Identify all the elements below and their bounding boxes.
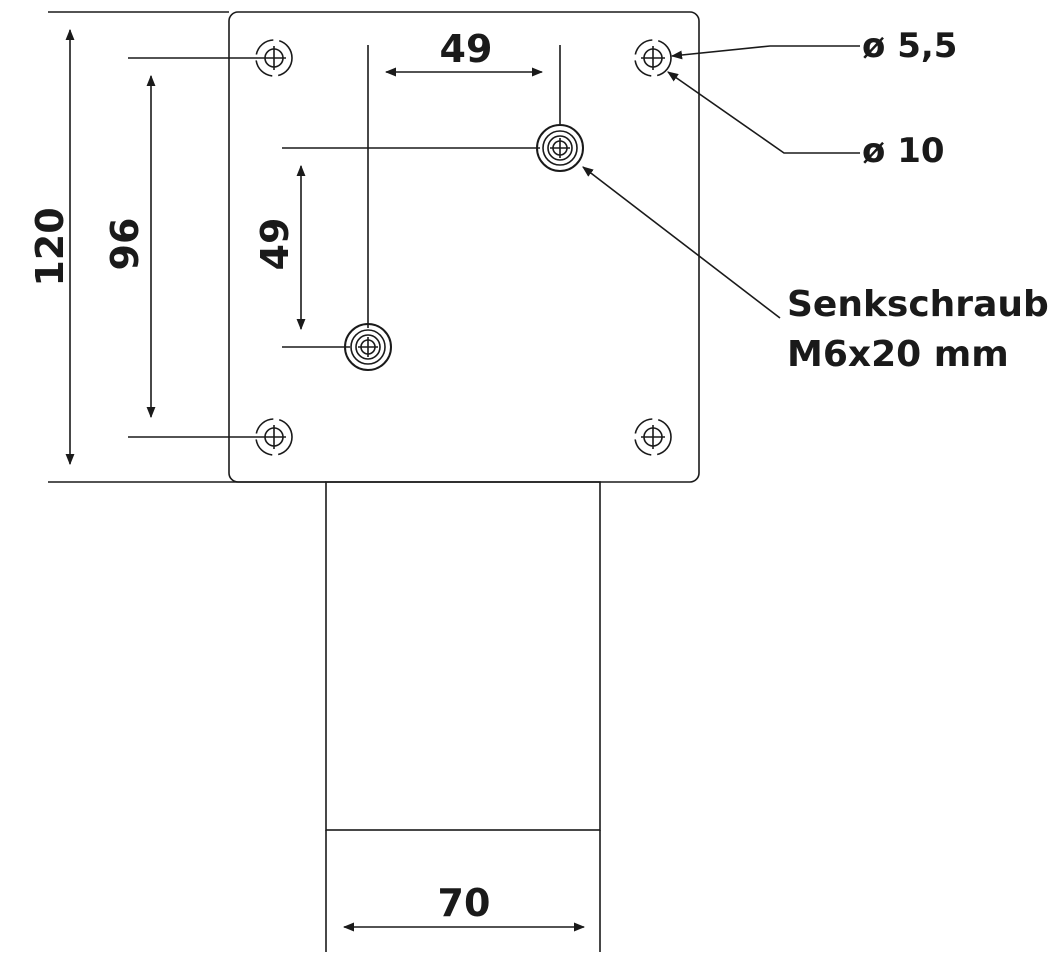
corner-hole-top-left <box>255 39 293 77</box>
dim-label-49-horizontal: 49 <box>439 27 493 71</box>
dim-label-120: 120 <box>28 207 72 287</box>
dim-label-96: 96 <box>103 217 147 271</box>
corner-hole-top-right <box>634 39 672 77</box>
leader-screw <box>582 166 781 319</box>
screw-lower <box>344 323 392 371</box>
callout-screw-line1: Senkschraube <box>787 284 1048 325</box>
corner-hole-bottom-right <box>634 418 672 456</box>
callout-small-hole-diameter: ø 5,5 <box>862 26 958 66</box>
screw-upper <box>536 124 584 172</box>
mounting-plate <box>228 11 700 483</box>
leader-large-hole <box>667 71 860 154</box>
corner-hole-bottom-left <box>255 418 293 456</box>
leader-small-hole <box>670 45 860 60</box>
dim-label-49-vertical: 49 <box>253 217 297 271</box>
post-body <box>325 481 601 831</box>
callout-screw-line2: M6x20 mm <box>787 334 1009 375</box>
dim-label-70: 70 <box>437 881 491 925</box>
callout-large-hole-diameter: ø 10 <box>862 131 945 171</box>
